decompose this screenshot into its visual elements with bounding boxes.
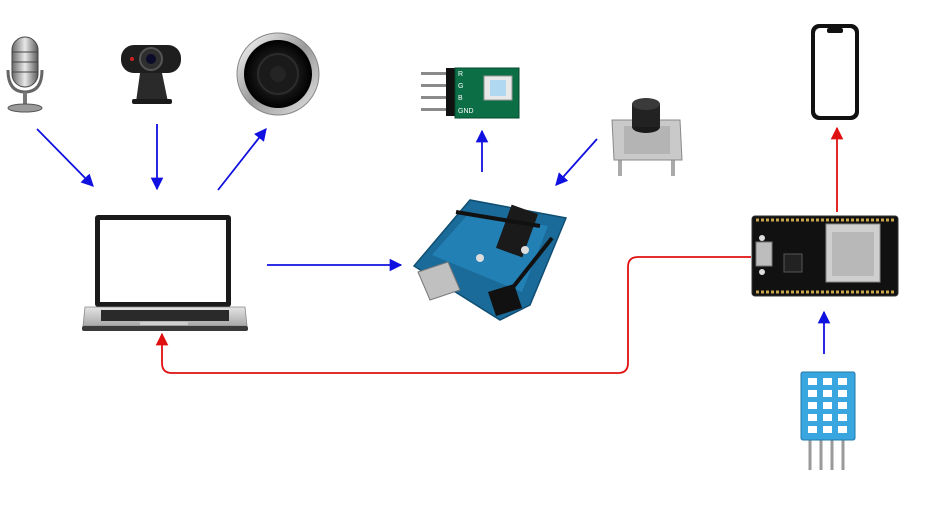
arrow-laptop-to-speaker — [217, 128, 267, 191]
arrow-microphone-to-laptop — [36, 128, 94, 187]
dht11-sensor-icon — [800, 371, 856, 470]
push-button-icon — [611, 98, 683, 176]
connections — [36, 124, 844, 374]
led-pin-label-b: B — [458, 95, 463, 102]
arrow-button-to-arduino — [555, 138, 598, 186]
smartphone-icon — [811, 24, 859, 120]
led-pin-label-g: G — [458, 83, 463, 90]
webcam-icon — [121, 45, 181, 104]
laptop-icon — [82, 215, 248, 331]
esp32-board-icon — [751, 215, 899, 297]
led-pin-label-r: R — [458, 71, 463, 78]
arrow-esp32-to-laptop — [155, 256, 751, 374]
microphone-icon — [6, 36, 44, 113]
led-pin-label-gnd: GND — [458, 108, 474, 115]
rgb-led-module-icon: R G B GND — [421, 67, 520, 119]
arduino-uno-icon — [412, 199, 568, 321]
speaker-icon — [236, 32, 320, 116]
